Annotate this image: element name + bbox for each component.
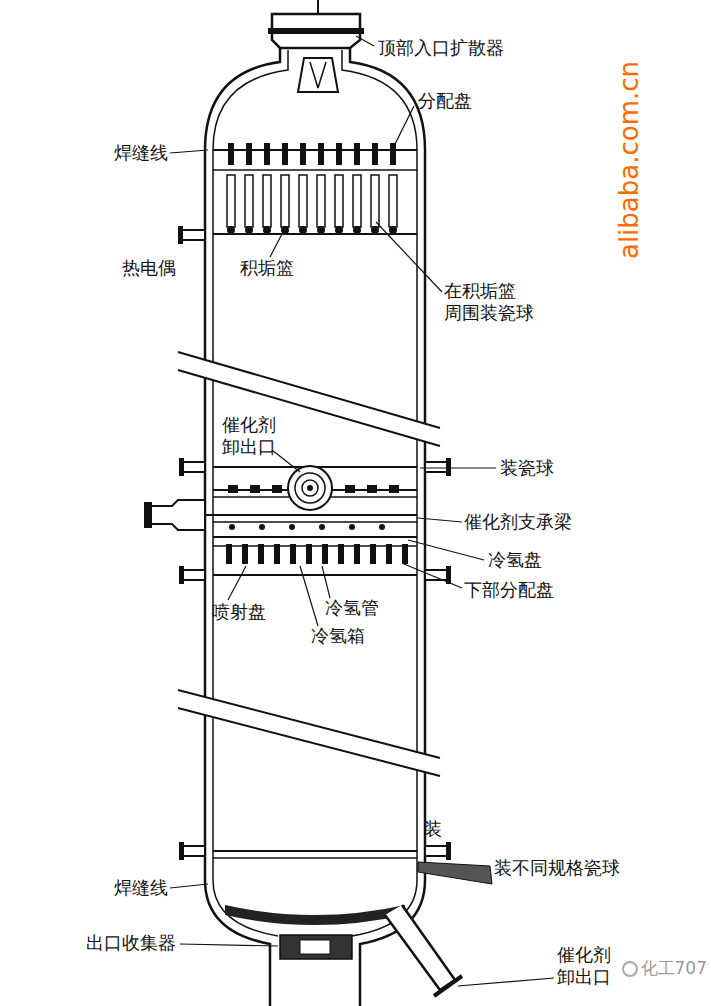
part-label: 下部分配盘: [464, 579, 554, 601]
part-label: 热电偶: [122, 257, 176, 279]
part-label: 装: [424, 818, 442, 840]
part-label: 焊缝线: [114, 142, 168, 164]
part-label: 冷氢管: [325, 597, 379, 619]
part-label: 装不同规格瓷球: [494, 857, 620, 879]
part-label: 催化剂 卸出口: [222, 414, 284, 458]
part-label: 顶部入口扩散器: [378, 37, 504, 59]
part-label: 冷氢盘: [488, 549, 542, 571]
watermark: 化工707: [641, 958, 707, 979]
part-label: 出口收集器: [86, 932, 176, 954]
part-label: 积垢篮: [240, 257, 294, 279]
part-label: 分配盘: [418, 90, 472, 112]
part-label: 焊缝线: [114, 877, 168, 899]
part-label: 在积垢篮 周围装瓷球: [444, 280, 544, 324]
part-label: 冷氢箱: [311, 625, 365, 647]
part-label: 喷射盘: [212, 601, 266, 623]
watermark: alibaba.com.cn: [614, 61, 644, 259]
part-label: 装瓷球: [500, 457, 554, 479]
part-label: 催化剂 卸出口: [557, 944, 619, 988]
part-label: 催化剂支承梁: [464, 511, 572, 533]
